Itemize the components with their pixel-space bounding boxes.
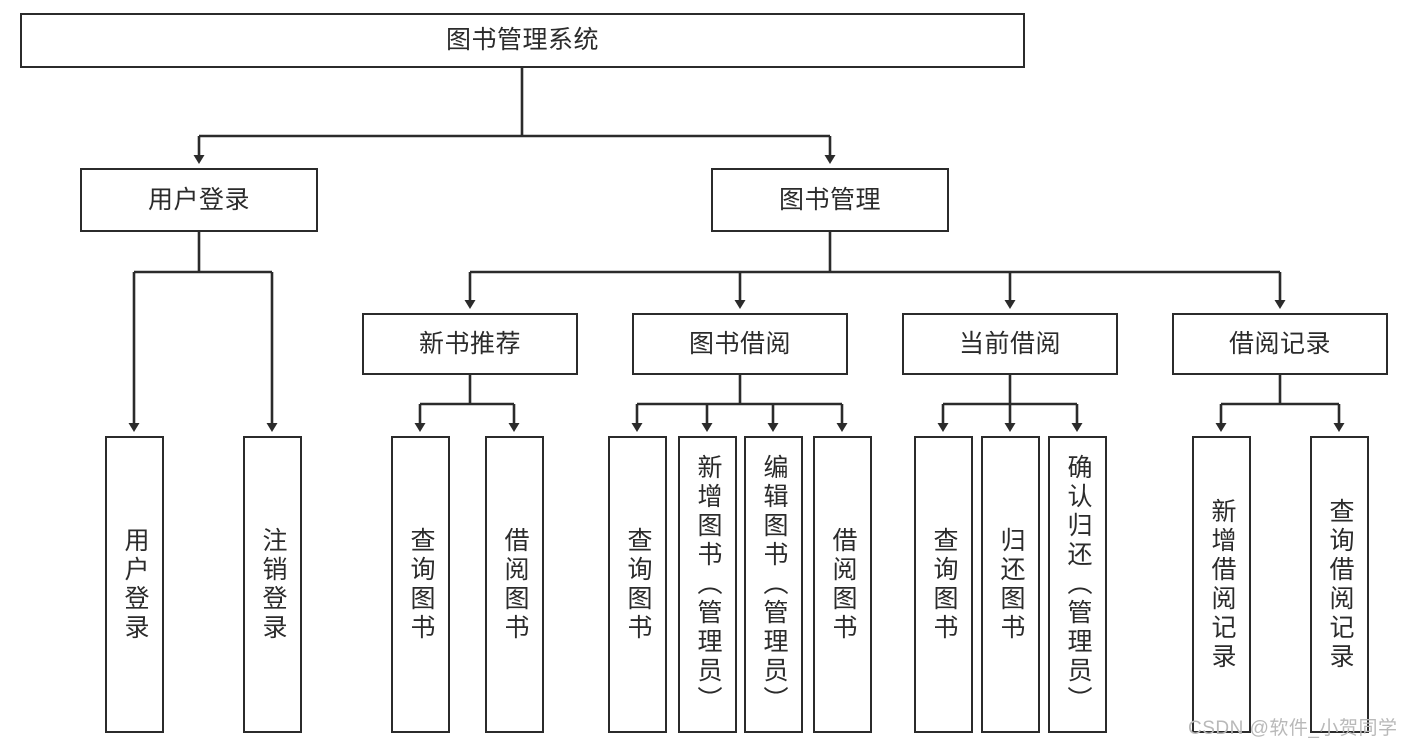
- node-leaf-add-book[interactable]: 新增图书（管理员）: [678, 436, 737, 733]
- node-leaf-edit-book-label: 编辑图书（管理员）: [760, 454, 788, 715]
- node-leaf-query-book-1[interactable]: 查询图书: [391, 436, 450, 733]
- node-leaf-edit-book[interactable]: 编辑图书（管理员）: [744, 436, 803, 733]
- node-leaf-add-book-label: 新增图书（管理员）: [694, 454, 722, 715]
- node-leaf-add-record[interactable]: 新增借阅记录: [1192, 436, 1251, 733]
- node-new-book-recommend-label: 新书推荐: [418, 329, 521, 358]
- node-root-label: 图书管理系统: [445, 26, 599, 54]
- node-leaf-borrow-book-2-label: 借阅图书: [829, 526, 857, 643]
- node-leaf-user-logout-label: 注销登录: [259, 526, 287, 643]
- node-current-borrow[interactable]: 当前借阅: [902, 313, 1118, 375]
- node-leaf-borrow-book-2[interactable]: 借阅图书: [813, 436, 872, 733]
- node-book-borrow-label: 图书借阅: [688, 329, 791, 358]
- node-book-borrow[interactable]: 图书借阅: [632, 313, 848, 375]
- node-leaf-query-record-label: 查询借阅记录: [1326, 497, 1354, 672]
- node-leaf-user-logout[interactable]: 注销登录: [243, 436, 302, 733]
- node-leaf-borrow-book-1[interactable]: 借阅图书: [485, 436, 544, 733]
- node-leaf-user-login-label: 用户登录: [121, 526, 149, 643]
- node-leaf-query-book-1-label: 查询图书: [407, 526, 435, 643]
- node-leaf-return-book[interactable]: 归还图书: [981, 436, 1040, 733]
- node-leaf-user-login[interactable]: 用户登录: [105, 436, 164, 733]
- node-book-manage[interactable]: 图书管理: [711, 168, 949, 232]
- node-leaf-borrow-book-1-label: 借阅图书: [501, 526, 529, 643]
- node-user-login[interactable]: 用户登录: [80, 168, 318, 232]
- node-leaf-query-book-2-label: 查询图书: [624, 526, 652, 643]
- node-leaf-query-book-3-label: 查询图书: [930, 526, 958, 643]
- node-leaf-query-record[interactable]: 查询借阅记录: [1310, 436, 1369, 733]
- node-root[interactable]: 图书管理系统: [20, 13, 1025, 68]
- node-borrow-record-label: 借阅记录: [1228, 329, 1331, 358]
- node-borrow-record[interactable]: 借阅记录: [1172, 313, 1388, 375]
- node-leaf-query-book-2[interactable]: 查询图书: [608, 436, 667, 733]
- node-book-manage-label: 图书管理: [778, 185, 881, 214]
- node-leaf-confirm-return-label: 确认归还（管理员）: [1064, 454, 1092, 715]
- node-leaf-add-record-label: 新增借阅记录: [1208, 497, 1236, 672]
- node-leaf-return-book-label: 归还图书: [997, 526, 1025, 643]
- node-current-borrow-label: 当前借阅: [958, 329, 1061, 358]
- node-leaf-query-book-3[interactable]: 查询图书: [914, 436, 973, 733]
- node-leaf-confirm-return[interactable]: 确认归还（管理员）: [1048, 436, 1107, 733]
- node-user-login-label: 用户登录: [147, 185, 250, 214]
- node-new-book-recommend[interactable]: 新书推荐: [362, 313, 578, 375]
